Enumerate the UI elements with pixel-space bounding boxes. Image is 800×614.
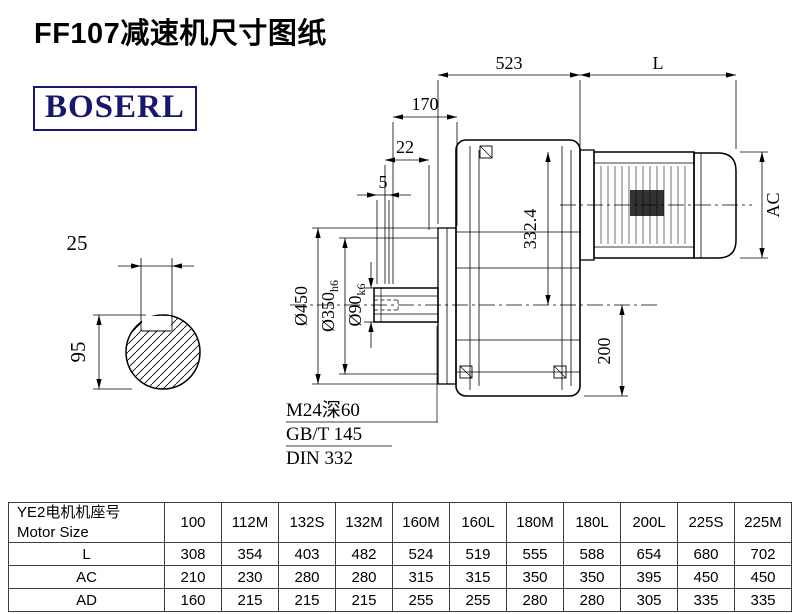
dim-95-label: 95: [66, 342, 90, 363]
thread-callout: M24深60 GB/T 145 DIN 332: [286, 326, 438, 469]
row-label: L: [8, 542, 165, 566]
dim-332-4: 332.4: [520, 152, 551, 305]
dim-25: 25: [67, 231, 194, 331]
page-title: FF107减速机尺寸图纸: [34, 18, 327, 50]
table-row-L: L 308 354 403 482 524 519 555 588 654 68…: [8, 542, 792, 566]
dim-332-4-label: 332.4: [520, 209, 540, 250]
dim-523-label: 523: [496, 53, 523, 73]
row-label: AD: [8, 588, 165, 612]
table-cell: 315: [449, 565, 507, 589]
column-header: 180M: [506, 502, 564, 543]
dia-90-label: Ø90k6: [345, 284, 368, 327]
dim-L: L: [580, 53, 737, 149]
thread-bore-hidden-line: [374, 299, 399, 311]
column-header: 200L: [620, 502, 678, 543]
dim-523: 523: [437, 53, 581, 224]
table-cell: 588: [563, 542, 621, 566]
table-cell: 519: [449, 542, 507, 566]
note-din-label: DIN 332: [286, 448, 353, 469]
table-cell: 305: [620, 588, 678, 612]
dim-22-label: 22: [396, 137, 414, 157]
column-header: 100: [164, 502, 222, 543]
table-cell: 395: [620, 565, 678, 589]
table-cell: 450: [734, 565, 792, 589]
dim-200-label: 200: [594, 338, 614, 365]
table-cell: 335: [734, 588, 792, 612]
column-header: 132S: [278, 502, 336, 543]
table-cell: 255: [449, 588, 507, 612]
column-header: 225S: [677, 502, 735, 543]
dim-AC-label: AC: [763, 192, 783, 217]
dim-22: 22: [384, 137, 430, 284]
table-cell: 555: [506, 542, 564, 566]
table-cell: 280: [278, 565, 336, 589]
table-cell: 350: [563, 565, 621, 589]
dim-AC: AC: [740, 151, 783, 259]
table-cell: 354: [221, 542, 279, 566]
table-cell: 335: [677, 588, 735, 612]
table-row-AD: AD 160 215 215 215 255 255 280 280 305 3…: [8, 588, 792, 612]
column-header: 160L: [449, 502, 507, 543]
note-gbt-label: GB/T 145: [286, 424, 362, 445]
dimensions: 523 L 170 22 5: [66, 53, 783, 397]
table-cell: 680: [677, 542, 735, 566]
table-cell: 350: [506, 565, 564, 589]
dim-dia-90: Ø90k6: [345, 262, 374, 348]
column-header: 112M: [221, 502, 279, 543]
row-label: AC: [8, 565, 165, 589]
table-cell: 482: [335, 542, 393, 566]
dim-dia-350: Ø350h6: [318, 237, 438, 375]
gearbox-housing: [437, 139, 581, 397]
table-cell: 280: [563, 588, 621, 612]
boserl-logo: BOSERL: [33, 86, 197, 132]
table-cell: 280: [506, 588, 564, 612]
table-corner-header: YE2电机机座号 Motor Size: [8, 502, 165, 543]
table-cell: 315: [392, 565, 450, 589]
column-header: 160M: [392, 502, 450, 543]
corner-header-en: Motor Size: [17, 523, 89, 541]
dim-L-label: L: [653, 53, 664, 73]
dim-5: 5: [357, 172, 411, 284]
table-cell: 255: [392, 588, 450, 612]
corner-header-cn: YE2电机机座号: [17, 504, 121, 521]
table-cell: 280: [335, 565, 393, 589]
table-cell: 308: [164, 542, 222, 566]
dim-170-label: 170: [412, 94, 439, 114]
table-cell: 215: [221, 588, 279, 612]
shaft-end-view: [125, 314, 201, 390]
note-thread-label: M24深60: [286, 399, 360, 421]
dim-200: 200: [584, 305, 628, 397]
table-row-AC: AC 210 230 280 280 315 315 350 350 395 4…: [8, 565, 792, 589]
dim-25-label: 25: [67, 231, 88, 255]
table-cell: 215: [335, 588, 393, 612]
motor-size-table: YE2电机机座号 Motor Size 100 112M 132S 132M 1…: [8, 502, 792, 612]
dia-450-label: Ø450: [291, 286, 311, 326]
motor: [579, 149, 737, 261]
table-header-row: YE2电机机座号 Motor Size 100 112M 132S 132M 1…: [8, 502, 792, 543]
table-cell: 524: [392, 542, 450, 566]
column-header: 225M: [734, 502, 792, 543]
column-header: 180L: [563, 502, 621, 543]
fan-cover: [693, 152, 737, 259]
table-cell: 160: [164, 588, 222, 612]
dim-5-label: 5: [379, 172, 388, 192]
table-cell: 654: [620, 542, 678, 566]
table-cell: 403: [278, 542, 336, 566]
table-cell: 210: [164, 565, 222, 589]
table-cell: 230: [221, 565, 279, 589]
dia-350-label: Ø350h6: [318, 280, 341, 332]
dim-95: 95: [66, 314, 146, 390]
table-cell: 450: [677, 565, 735, 589]
column-header: 132M: [335, 502, 393, 543]
dim-170: 170: [392, 94, 458, 284]
dim-dia-450: Ø450: [291, 227, 438, 385]
table-cell: 215: [278, 588, 336, 612]
table-cell: 702: [734, 542, 792, 566]
